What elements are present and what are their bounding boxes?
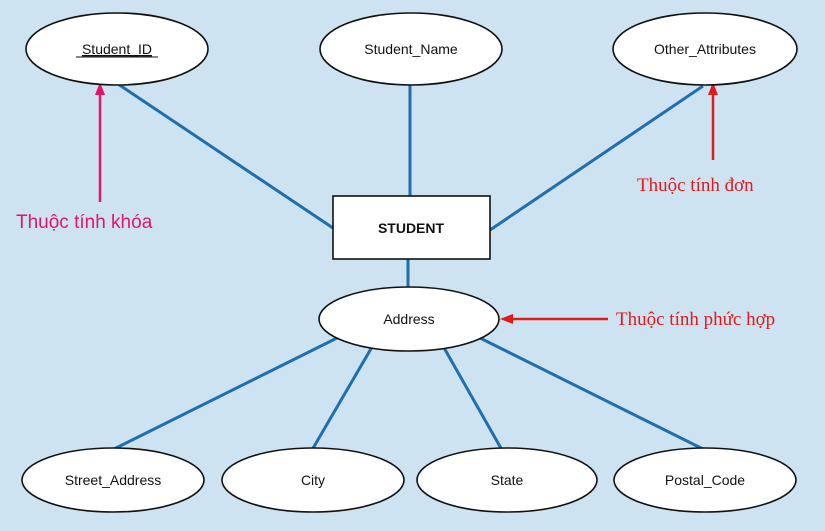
attribute-student-id-ellipse [25, 12, 209, 86]
attribute-student-id-label: Student_ID [82, 41, 152, 57]
attribute-street-address-ellipse [21, 447, 205, 513]
simple-arrow-head [708, 82, 718, 95]
attribute-city: City [221, 447, 405, 513]
attribute-student-name: Student_Name [319, 12, 503, 86]
attribute-address-ellipse [318, 286, 500, 352]
attribute-state-ellipse [416, 447, 598, 513]
line-postal-code [479, 336, 706, 452]
attribute-postal-code-label: Postal_Code [665, 472, 745, 488]
attribute-other-attributes-label: Other_Attributes [654, 41, 756, 57]
attribute-other-attributes-ellipse [612, 12, 798, 86]
entity-student-box [332, 195, 491, 260]
attribute-postal-code-ellipse [613, 447, 797, 513]
attribute-student-id: Student_ID [25, 12, 209, 86]
key-arrow-head [95, 82, 105, 95]
relationship-lines [111, 82, 706, 452]
note-composite-attribute: Thuộc tính phức hợp [616, 309, 775, 330]
attribute-student-name-label: Student_Name [364, 41, 458, 57]
attribute-street-address: Street_Address [21, 447, 205, 513]
attribute-student-name-ellipse [319, 12, 503, 86]
line-city [310, 346, 374, 451]
attribute-address: Address [318, 286, 500, 352]
entity-student: STUDENT [332, 195, 491, 260]
attribute-address-label: Address [383, 311, 434, 327]
note-key-attribute: Thuộc tính khóa [16, 212, 153, 233]
attribute-other-attributes: Other_Attributes [612, 12, 798, 86]
note-simple-attribute: Thuộc tính đơn [637, 175, 754, 196]
line-other-attributes [489, 84, 704, 232]
line-state [441, 345, 504, 451]
attribute-street-address-label: Street_Address [65, 472, 162, 488]
attribute-city-label: City [301, 472, 325, 488]
attribute-city-ellipse [221, 447, 405, 513]
annotation-arrows [95, 82, 718, 324]
entity-student-label: STUDENT [378, 220, 445, 236]
line-student-id [117, 82, 334, 230]
attribute-state: State [416, 447, 598, 513]
attribute-state-label: State [491, 472, 524, 488]
composite-arrow-head [500, 314, 513, 324]
attribute-postal-code: Postal_Code [613, 447, 797, 513]
line-street-address [111, 336, 338, 452]
